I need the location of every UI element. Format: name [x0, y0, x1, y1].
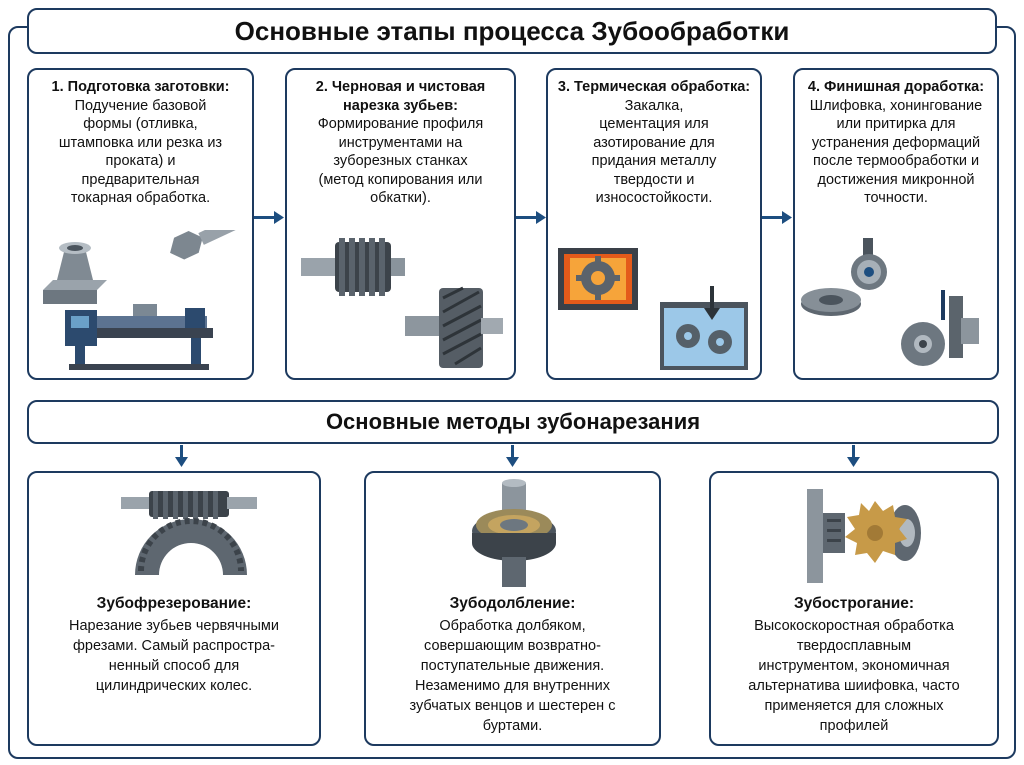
method-line: профилей	[819, 718, 889, 734]
stage-heading: 2. Черновая и чистовая нарезка зубьев:	[315, 79, 486, 114]
stage-line: износостойкости.	[595, 190, 713, 206]
hob-cutter-icon	[301, 238, 405, 296]
stage-line: инструментами на	[338, 134, 463, 151]
stage-line: или притирка для	[836, 116, 956, 132]
arrow-stage-2-3	[516, 211, 546, 224]
method-title: Зубофрезерование:	[96, 595, 252, 612]
helical-gear-icon	[405, 286, 503, 368]
stage-line: твердости и	[613, 171, 695, 188]
method-desc-2: Обработка долбяком, совершающим возвратн…	[376, 616, 649, 736]
shaping-icon	[472, 479, 556, 587]
stage-line: достижения микронной	[817, 171, 975, 188]
method-line: Обработка долбяком,	[439, 618, 586, 634]
bolt-icon	[170, 230, 239, 260]
stage-line: штамповка или резка из	[58, 134, 223, 151]
method-line: фрезами. Самый распростра-	[72, 638, 275, 654]
casting-icon	[43, 242, 107, 304]
arrow-stage-3-4	[762, 211, 792, 224]
method-line: буртами.	[482, 718, 543, 734]
stage-3-illustration	[558, 248, 748, 370]
arrow-down-2	[506, 445, 519, 467]
arrow-down-3	[847, 445, 860, 467]
stage-line: точности.	[864, 190, 928, 206]
method-card-3: Зубострогание: Высокоскоростная обработк…	[709, 471, 999, 746]
stage-4-illustration	[801, 238, 979, 366]
stage-line: придания металлу	[591, 153, 717, 169]
honing-icon	[901, 290, 979, 366]
method-line: Нарезание зубьев червячными	[69, 618, 279, 634]
stage-line: Закалка,	[624, 97, 684, 114]
stage-card-3: 3. Термическая обработка: Закалка, цемен…	[546, 68, 762, 380]
method-card-1: Зубофрезерование: Нарезание зубьев червя…	[27, 471, 321, 746]
stage-line: формы (отливка,	[83, 116, 198, 132]
stage-line: проката) и	[105, 153, 176, 169]
stage-line: предварительная	[81, 171, 200, 188]
stage-line: цементация иля	[599, 116, 709, 132]
method-line: применяется для сложных	[764, 698, 944, 714]
method-line: альтернатива шиифовка, часто	[748, 678, 960, 694]
page-title: Основные этапы процесса Зубообработки	[234, 15, 790, 46]
stage-line: обкатки).	[370, 190, 431, 206]
method-desc-1: Нарезание зубьев червячными фрезами. Сам…	[39, 616, 309, 696]
stage-line: азотирование для	[593, 134, 715, 151]
stage-heading: 3. Термическая обработка:	[557, 79, 751, 95]
method-line: поступательные движения.	[420, 658, 605, 674]
method-line: цилиндрических колес.	[95, 678, 253, 694]
stage-line: Формирование профиля	[317, 116, 484, 132]
stage-line: (метод копирования или	[318, 171, 483, 188]
method-line: инструментом, экономичная	[758, 658, 950, 674]
stage-line: устранения деформаций	[811, 134, 981, 151]
stage-card-4: 4. Финишная доработка: Шлифовка, хонинго…	[793, 68, 999, 380]
method-line: Высокоскоростная обработка	[754, 618, 954, 634]
method-title: Зубодолбление:	[449, 595, 576, 612]
stage-text-2: 2. Черновая и чистовая нарезка зубьев: Ф…	[295, 78, 506, 208]
stage-text-3: 3. Термическая обработка: Закалка, цемен…	[556, 78, 752, 208]
lathe-icon	[65, 304, 213, 370]
stage-1-illustration	[43, 230, 239, 370]
hobbing-icon	[121, 491, 257, 575]
stage-line: после термообработки и	[812, 153, 980, 169]
method-card-2: Зубодолбление: Обработка долбяком, совер…	[364, 471, 661, 746]
method-desc-3: Высокоскоростная обработка твердосплавны…	[721, 616, 987, 736]
title-banner: Основные этапы процесса Зубообработки	[27, 8, 997, 54]
arrow-down-1	[175, 445, 188, 467]
stage-line: Подучение базовой	[74, 97, 207, 114]
stage-card-1: 1. Подготовка заготовки: Подучение базов…	[27, 68, 254, 380]
quench-tank-icon	[660, 286, 748, 370]
stage-heading: 1. Подготовка заготовки:	[51, 79, 230, 95]
method-line: зубчатых венцов и шестерен с	[409, 698, 616, 714]
planing-icon	[807, 489, 921, 583]
stage-line: Шлифовка, хонингование	[809, 97, 983, 114]
stage-heading: 4. Финишная доработка:	[807, 79, 985, 95]
methods-title: Основные методы зубонарезания	[325, 409, 701, 434]
method-line: твердосплавным	[796, 638, 912, 654]
method-line: ненный способ для	[108, 658, 240, 674]
method-line: совершающим возвратно-	[424, 638, 601, 654]
stage-text-4: 4. Финишная доработка: Шлифовка, хонинго…	[803, 78, 989, 208]
method-title: Зубострогание:	[793, 595, 915, 612]
arrow-stage-1-2	[254, 211, 284, 224]
furnace-icon	[558, 248, 638, 310]
grinding-wheel-icon	[801, 238, 887, 316]
stage-2-illustration	[301, 238, 503, 368]
stage-card-2: 2. Черновая и чистовая нарезка зубьев: Ф…	[285, 68, 516, 380]
method-line: Незаменимо для внутренних	[414, 678, 611, 694]
stage-text-1: 1. Подготовка заготовки: Подучение базов…	[37, 78, 244, 208]
methods-banner: Основные методы зубонарезания	[27, 400, 999, 444]
stage-line: токарная обработка.	[70, 190, 211, 206]
stage-line: зуборезных станках	[333, 153, 468, 169]
